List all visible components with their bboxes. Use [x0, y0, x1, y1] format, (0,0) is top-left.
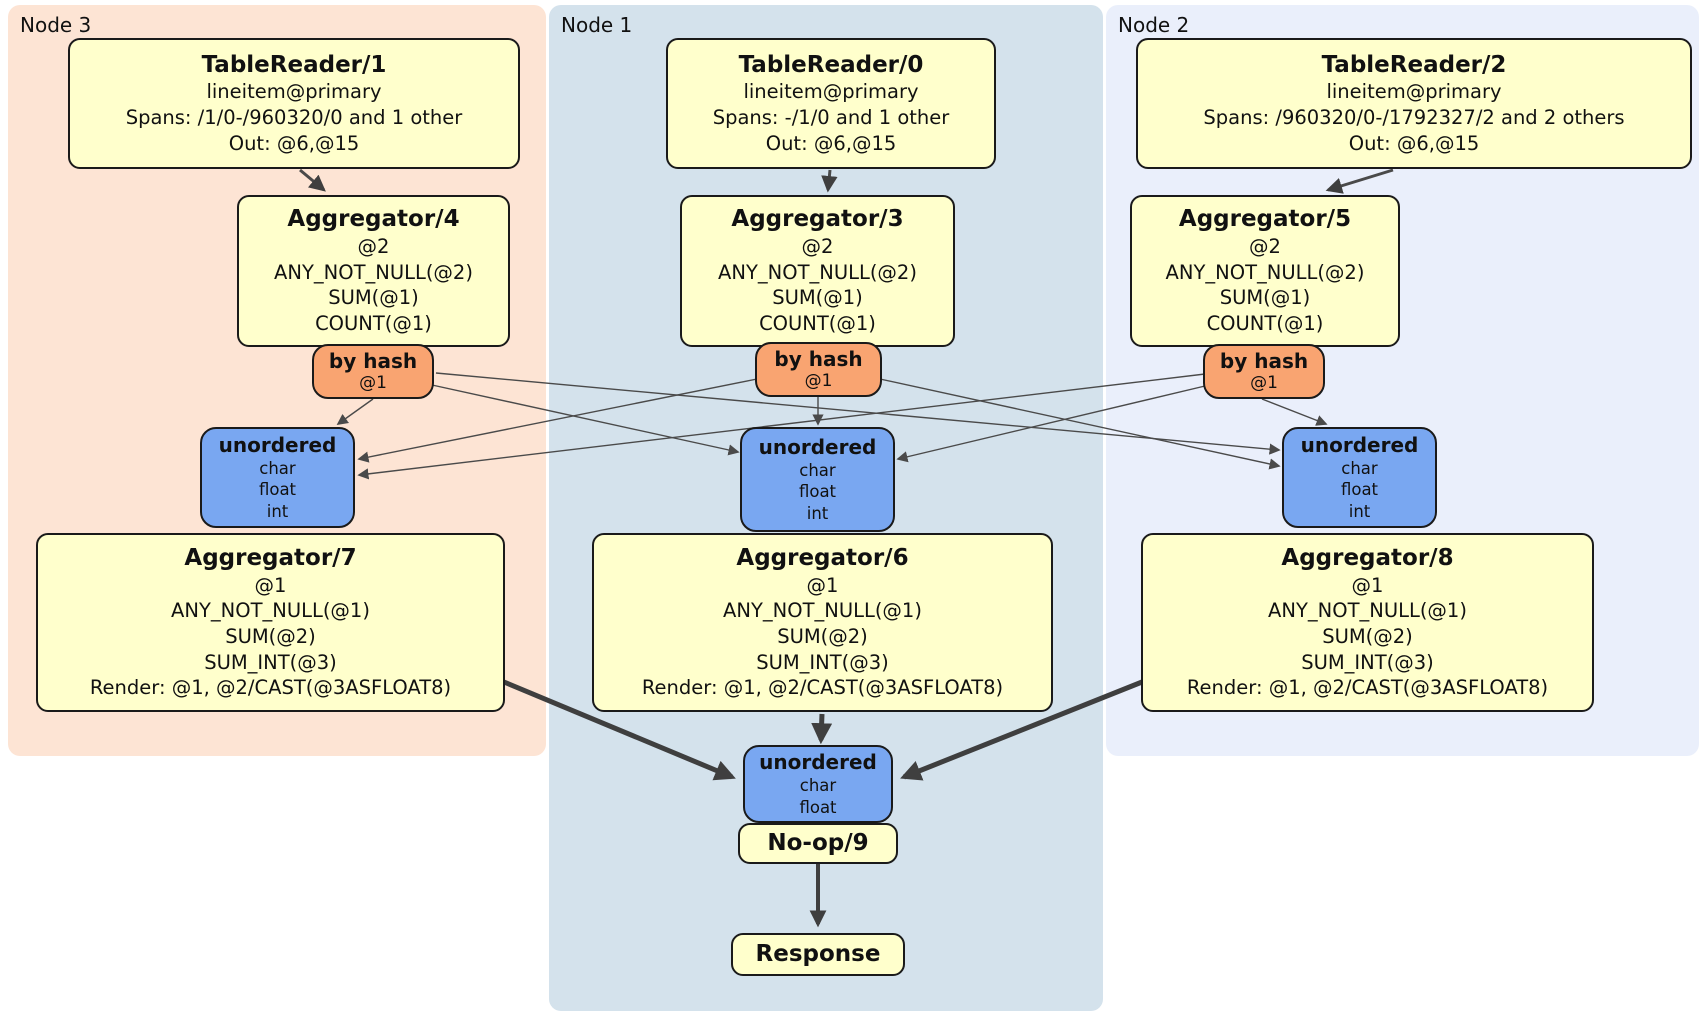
by-hash-router-left: by hash @1: [312, 344, 434, 399]
aggregator-8-group: @1: [1351, 573, 1384, 597]
by-hash-right-key: @1: [1250, 373, 1278, 394]
tablereader-2-out: Out: @6,@15: [1348, 131, 1480, 155]
unordered-left-title: unordered: [218, 433, 337, 458]
unordered-final-type2: float: [799, 797, 837, 817]
unordered-sync-center: unordered char float int: [740, 427, 895, 532]
tablereader-0-box: TableReader/0 lineitem@primary Spans: -/…: [666, 38, 996, 169]
aggregator-4-box: Aggregator/4 @2 ANY_NOT_NULL(@2) SUM(@1)…: [237, 195, 510, 347]
aggregator-6-title: Aggregator/6: [736, 544, 909, 571]
tablereader-2-box: TableReader/2 lineitem@primary Spans: /9…: [1136, 38, 1692, 169]
aggregator-8-title: Aggregator/8: [1281, 544, 1454, 571]
aggregator-3-group: @2: [801, 234, 834, 258]
unordered-final-title: unordered: [759, 750, 877, 775]
aggregator-4-fn3: COUNT(@1): [315, 312, 432, 336]
aggregator-4-group: @2: [357, 234, 390, 258]
aggregator-8-fn1: ANY_NOT_NULL(@1): [1268, 599, 1467, 623]
node3-panel-label: Node 3: [20, 13, 92, 37]
aggregator-5-title: Aggregator/5: [1178, 206, 1352, 233]
tablereader-1-box: TableReader/1 lineitem@primary Spans: /1…: [68, 38, 520, 169]
by-hash-center-title: by hash: [774, 347, 863, 372]
unordered-center-type1: char: [799, 461, 836, 481]
aggregator-7-fn3: SUM_INT(@3): [204, 650, 337, 674]
tablereader-1-spans: Spans: /1/0-/960320/0 and 1 other: [125, 106, 463, 129]
unordered-center-type3: int: [806, 503, 829, 523]
aggregator-3-title: Aggregator/3: [731, 206, 904, 233]
tablereader-2-index: lineitem@primary: [1326, 80, 1502, 104]
aggregator-8-box: Aggregator/8 @1 ANY_NOT_NULL(@1) SUM(@2)…: [1141, 533, 1594, 712]
aggregator-5-fn3: COUNT(@1): [1206, 312, 1324, 336]
aggregator-4-fn1: ANY_NOT_NULL(@2): [274, 260, 473, 284]
aggregator-5-fn2: SUM(@1): [1219, 286, 1311, 310]
aggregator-8-fn2: SUM(@2): [1322, 625, 1413, 648]
by-hash-center-key: @1: [804, 371, 833, 392]
tablereader-0-title: TableReader/0: [738, 51, 924, 78]
unordered-sync-right: unordered char float int: [1282, 427, 1437, 528]
node1-panel-label: Node 1: [561, 13, 633, 37]
unordered-right-type1: char: [1341, 459, 1378, 479]
aggregator-5-fn1: ANY_NOT_NULL(@2): [1165, 260, 1365, 284]
aggregator-6-group: @1: [806, 573, 839, 597]
aggregator-8-fn3: SUM_INT(@3): [1301, 650, 1434, 674]
by-hash-left-title: by hash: [328, 349, 418, 374]
aggregator-3-fn1: ANY_NOT_NULL(@2): [718, 260, 917, 284]
tablereader-1-title: TableReader/1: [201, 51, 387, 78]
unordered-left-type2: float: [258, 480, 297, 500]
aggregator-7-fn1: ANY_NOT_NULL(@1): [171, 599, 370, 623]
unordered-center-type2: float: [798, 482, 837, 502]
tablereader-to-aggregator-edges: [299, 168, 1394, 194]
tablereader-0-spans: Spans: -/1/0 and 1 other: [712, 106, 950, 129]
aggregator-7-title: Aggregator/7: [184, 544, 357, 571]
aggregator-6-fn2: SUM(@2): [777, 625, 868, 648]
aggregator-3-fn3: COUNT(@1): [759, 312, 876, 336]
unordered-left-type3: int: [266, 501, 289, 521]
aggregator-5-box: Aggregator/5 @2 ANY_NOT_NULL(@2) SUM(@1)…: [1130, 195, 1400, 347]
aggregator-8-render: Render: @1, @2/CAST(@3ASFLOAT8): [1186, 676, 1549, 700]
unordered-left-type1: char: [259, 459, 296, 479]
by-hash-router-center: by hash @1: [755, 342, 882, 397]
aggregator-3-box: Aggregator/3 @2 ANY_NOT_NULL(@2) SUM(@1)…: [680, 195, 955, 347]
by-hash-right-title: by hash: [1219, 349, 1309, 374]
unordered-center-title: unordered: [758, 435, 877, 460]
aggregator-7-fn2: SUM(@2): [225, 625, 316, 648]
aggregator-6-render: Render: @1, @2/CAST(@3ASFLOAT8): [641, 676, 1004, 700]
aggregator-to-final-sync-edges: [503, 679, 1143, 781]
node2-panel-label: Node 2: [1118, 13, 1190, 37]
aggregator-4-fn2: SUM(@1): [328, 286, 419, 310]
aggregator-7-box: Aggregator/7 @1 ANY_NOT_NULL(@1) SUM(@2)…: [36, 533, 505, 712]
aggregator-3-fn2: SUM(@1): [772, 286, 863, 310]
aggregator-6-fn3: SUM_INT(@3): [756, 650, 889, 674]
tablereader-2-title: TableReader/2: [1321, 51, 1507, 78]
aggregator-4-title: Aggregator/4: [287, 206, 460, 233]
unordered-final-type1: char: [799, 776, 837, 796]
response-title: Response: [755, 941, 881, 968]
noop-9-title: No-op/9: [767, 830, 869, 857]
unordered-sync-final: unordered char float: [743, 745, 893, 823]
by-hash-left-key: @1: [359, 373, 387, 394]
aggregator-7-group: @1: [254, 573, 287, 597]
response-box: Response: [731, 933, 905, 976]
aggregator-6-box: Aggregator/6 @1 ANY_NOT_NULL(@1) SUM(@2)…: [592, 533, 1053, 712]
unordered-right-title: unordered: [1300, 433, 1419, 458]
by-hash-router-right: by hash @1: [1203, 344, 1325, 399]
aggregator-7-render: Render: @1, @2/CAST(@3ASFLOAT8): [89, 676, 452, 700]
tablereader-2-spans: Spans: /960320/0-/1792327/2 and 2 others: [1203, 106, 1625, 129]
router-to-sync-edges: [336, 372, 1328, 480]
unordered-right-type3: int: [1348, 501, 1371, 521]
tablereader-1-index: lineitem@primary: [206, 80, 382, 104]
aggregator-5-group: @2: [1249, 234, 1281, 258]
noop-9-box: No-op/9: [738, 823, 898, 864]
tablereader-0-out: Out: @6,@15: [765, 131, 897, 155]
unordered-sync-left: unordered char float int: [200, 427, 355, 528]
tablereader-1-out: Out: @6,@15: [228, 131, 360, 155]
tablereader-0-index: lineitem@primary: [743, 80, 919, 104]
unordered-right-type2: float: [1340, 480, 1379, 500]
aggregator-6-fn1: ANY_NOT_NULL(@1): [723, 599, 922, 623]
